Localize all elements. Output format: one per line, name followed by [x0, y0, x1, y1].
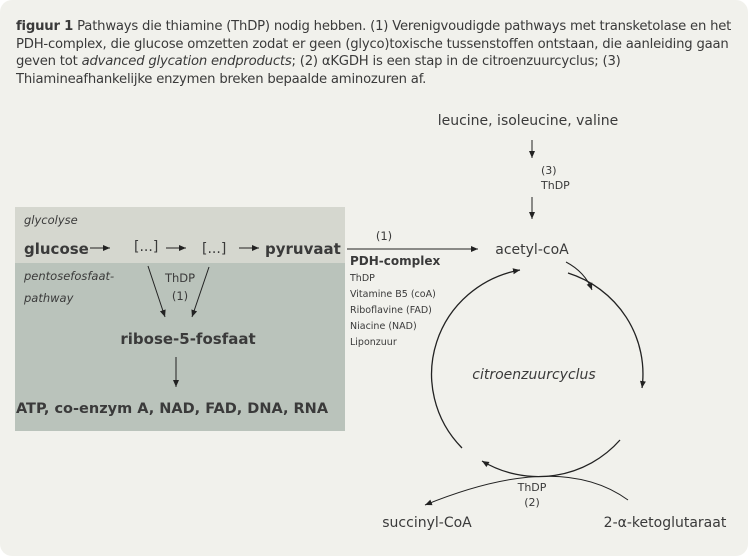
pdh-title: PDH-complex: [350, 254, 440, 268]
intermediate-1: [...]: [134, 239, 158, 255]
acetyl-coa-node: acetyl-coA: [495, 242, 569, 258]
ribose-node: ribose-5-fosfaat: [120, 330, 255, 348]
pdh-cofactor: Liponzuur: [350, 337, 397, 348]
cycle-arc-bottom: [481, 439, 621, 478]
intermediate-2: [...]: [202, 241, 226, 257]
ketoglutaraat-node: 2-α-ketoglutaraat: [604, 515, 727, 531]
arrow-akgdh: [424, 475, 629, 506]
pdh-number: (1): [376, 229, 392, 243]
caption-text-end: ; (2) αKGDH is een stap in de citroenzuu…: [16, 54, 621, 87]
pentose-band: [15, 263, 345, 431]
pdh-cofactor: Vitamine B5 (coA): [350, 289, 436, 300]
glucose-node: glucose: [24, 240, 89, 258]
cycle-arc-left: [430, 268, 521, 449]
figure-caption: figuur 1 Pathways die thiamine (ThDP) no…: [16, 18, 741, 88]
bcaa-node: leucine, isoleucine, valine: [438, 113, 619, 129]
arrow-ppp-2: [191, 266, 210, 318]
pentose-label-2: pathway: [23, 291, 74, 305]
cycle-label: citroenzuurcyclus: [472, 367, 595, 383]
akgdh-number: (2): [524, 496, 540, 509]
pyruvaat-node: pyruvaat: [265, 240, 341, 258]
glycolyse-band: [15, 207, 345, 263]
pentose-label-1: pentosefosfaat-: [23, 269, 114, 283]
pdh-cofactor: Riboflavine (FAD): [350, 305, 432, 316]
caption-label: figuur 1: [16, 19, 74, 34]
succinyl-coa-node: succinyl-CoA: [382, 515, 472, 531]
arrow-acetyl-into-cycle: [565, 261, 593, 291]
bcaa-thdp: ThDP: [540, 179, 570, 192]
pdh-cofactor: ThDP: [349, 273, 375, 284]
glycolyse-label: glycolyse: [24, 213, 78, 227]
pdh-cofactor: Niacine (NAD): [350, 321, 417, 332]
products-node: ATP, co-enzym A, NAD, FAD, DNA, RNA: [16, 401, 329, 417]
caption-italic: advanced glycation endproducts: [81, 54, 292, 69]
ppp-number: (1): [172, 289, 188, 303]
cycle-arc-right: [567, 272, 646, 389]
arrow-ppp-1: [147, 265, 166, 318]
akgdh-thdp: ThDP: [517, 481, 547, 494]
ppp-thdp: ThDP: [164, 271, 195, 285]
bcaa-number: (3): [541, 164, 557, 177]
caption-text: Pathways die thiamine (ThDP) nodig hebbe…: [16, 19, 732, 69]
